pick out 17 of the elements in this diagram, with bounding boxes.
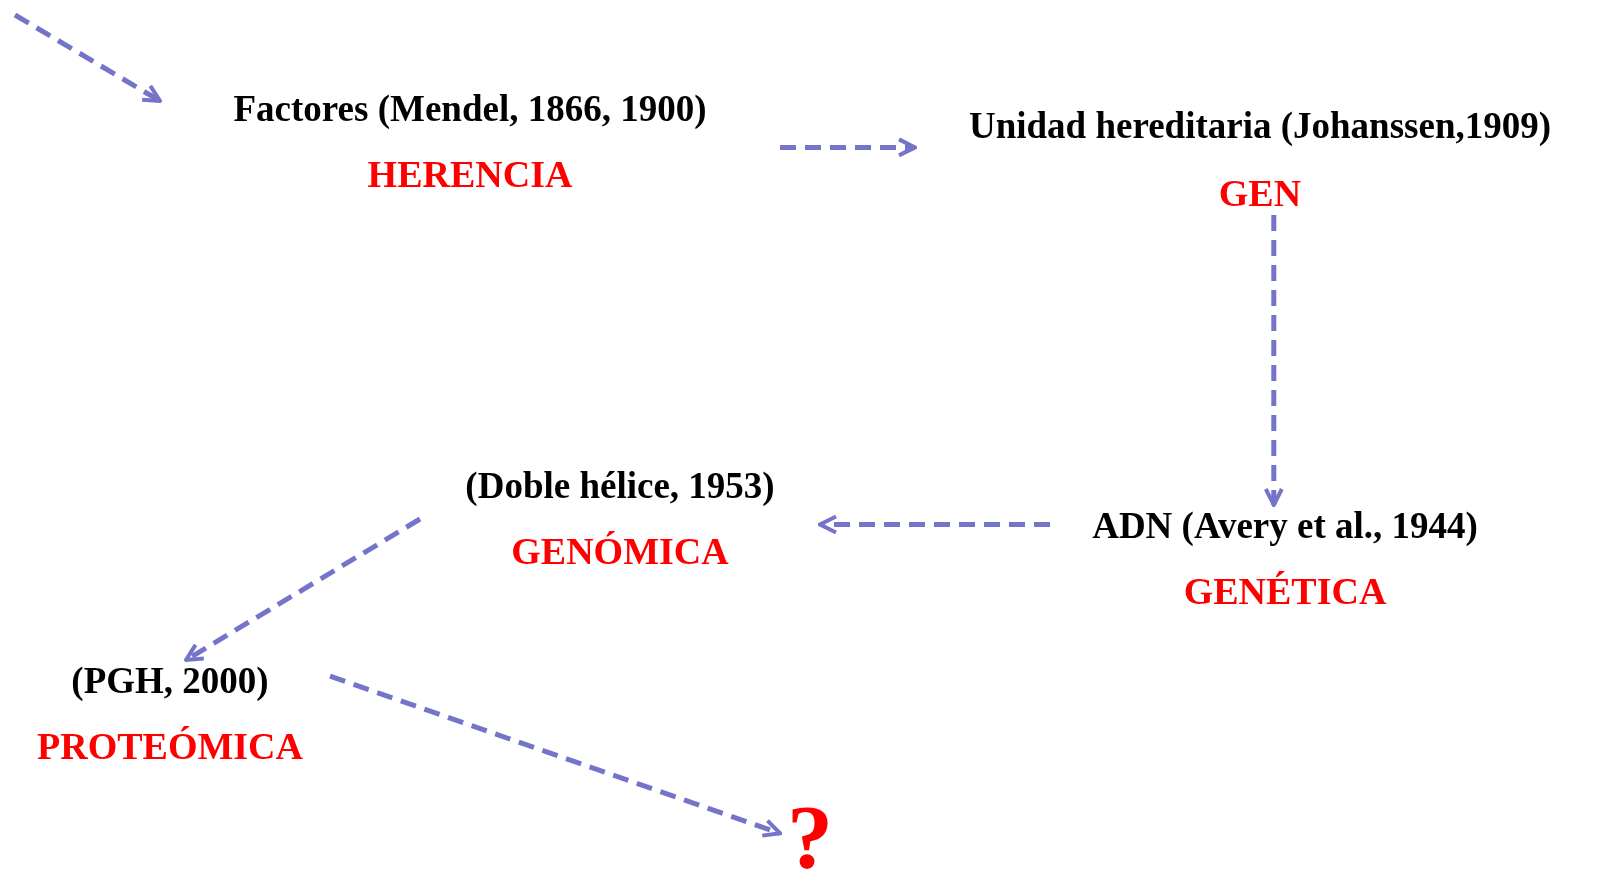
field-label: PROTEÓMICA [37, 724, 303, 769]
dashed-arrow [13, 12, 162, 104]
discovery-text: (PGH, 2000) [71, 660, 269, 703]
field-label: GENÉTICA [1183, 569, 1387, 614]
question-mark: ? [787, 796, 833, 876]
discovery-text: Factores (Mendel, 1866, 1900) [233, 88, 707, 131]
dashed-arrow [780, 137, 917, 158]
field-label: GEN [1218, 171, 1302, 216]
dashed-arrow [184, 516, 422, 663]
discovery-text: Unidad hereditaria (Johanssen,1909) [968, 105, 1552, 148]
dashed-arrow [329, 673, 782, 838]
discovery-text: ADN (Avery et al., 1944) [1092, 505, 1478, 548]
dashed-arrow [1263, 215, 1284, 507]
discovery-text: (Doble hélice, 1953) [465, 465, 775, 508]
field-label: GENÓMICA [511, 529, 729, 574]
dashed-arrow [818, 514, 1050, 535]
field-label: HERENCIA [367, 152, 573, 197]
